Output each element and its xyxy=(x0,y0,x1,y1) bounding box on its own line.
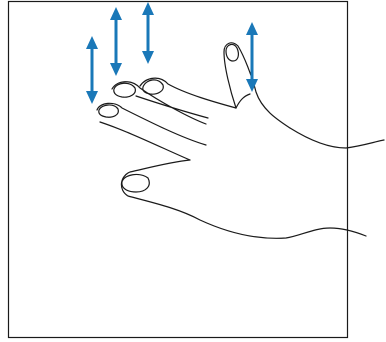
arrow-head-down xyxy=(86,91,98,104)
ring-finger-underside xyxy=(99,121,191,161)
up-down-arrow-icon-3 xyxy=(142,2,154,64)
arrow-head-up xyxy=(142,2,154,15)
up-down-arrow-icon-1 xyxy=(86,36,98,104)
hand-icon xyxy=(96,42,385,239)
thumb-inner xyxy=(235,93,251,109)
arrow-head-up xyxy=(246,22,258,35)
middle-fingernail xyxy=(113,82,136,98)
thumb xyxy=(223,42,291,129)
ring-fingernail xyxy=(98,104,119,118)
arrow-head-down xyxy=(110,63,122,76)
surface-panel xyxy=(7,0,349,339)
arrow-head-up xyxy=(86,36,98,49)
arrow-head-down xyxy=(246,79,258,92)
index-finger xyxy=(139,77,237,109)
arrow-head-up xyxy=(110,7,122,20)
arrow-head-down xyxy=(142,51,154,64)
up-down-arrow-icon-4 xyxy=(246,22,258,92)
thumbnail xyxy=(225,43,239,62)
lower-finger xyxy=(120,159,367,239)
lower-fingernail xyxy=(121,173,150,193)
middle-finger xyxy=(111,81,207,125)
hand-back-edge xyxy=(289,127,385,149)
up-down-arrow-icon-2 xyxy=(110,7,122,76)
ring-finger xyxy=(96,102,207,146)
